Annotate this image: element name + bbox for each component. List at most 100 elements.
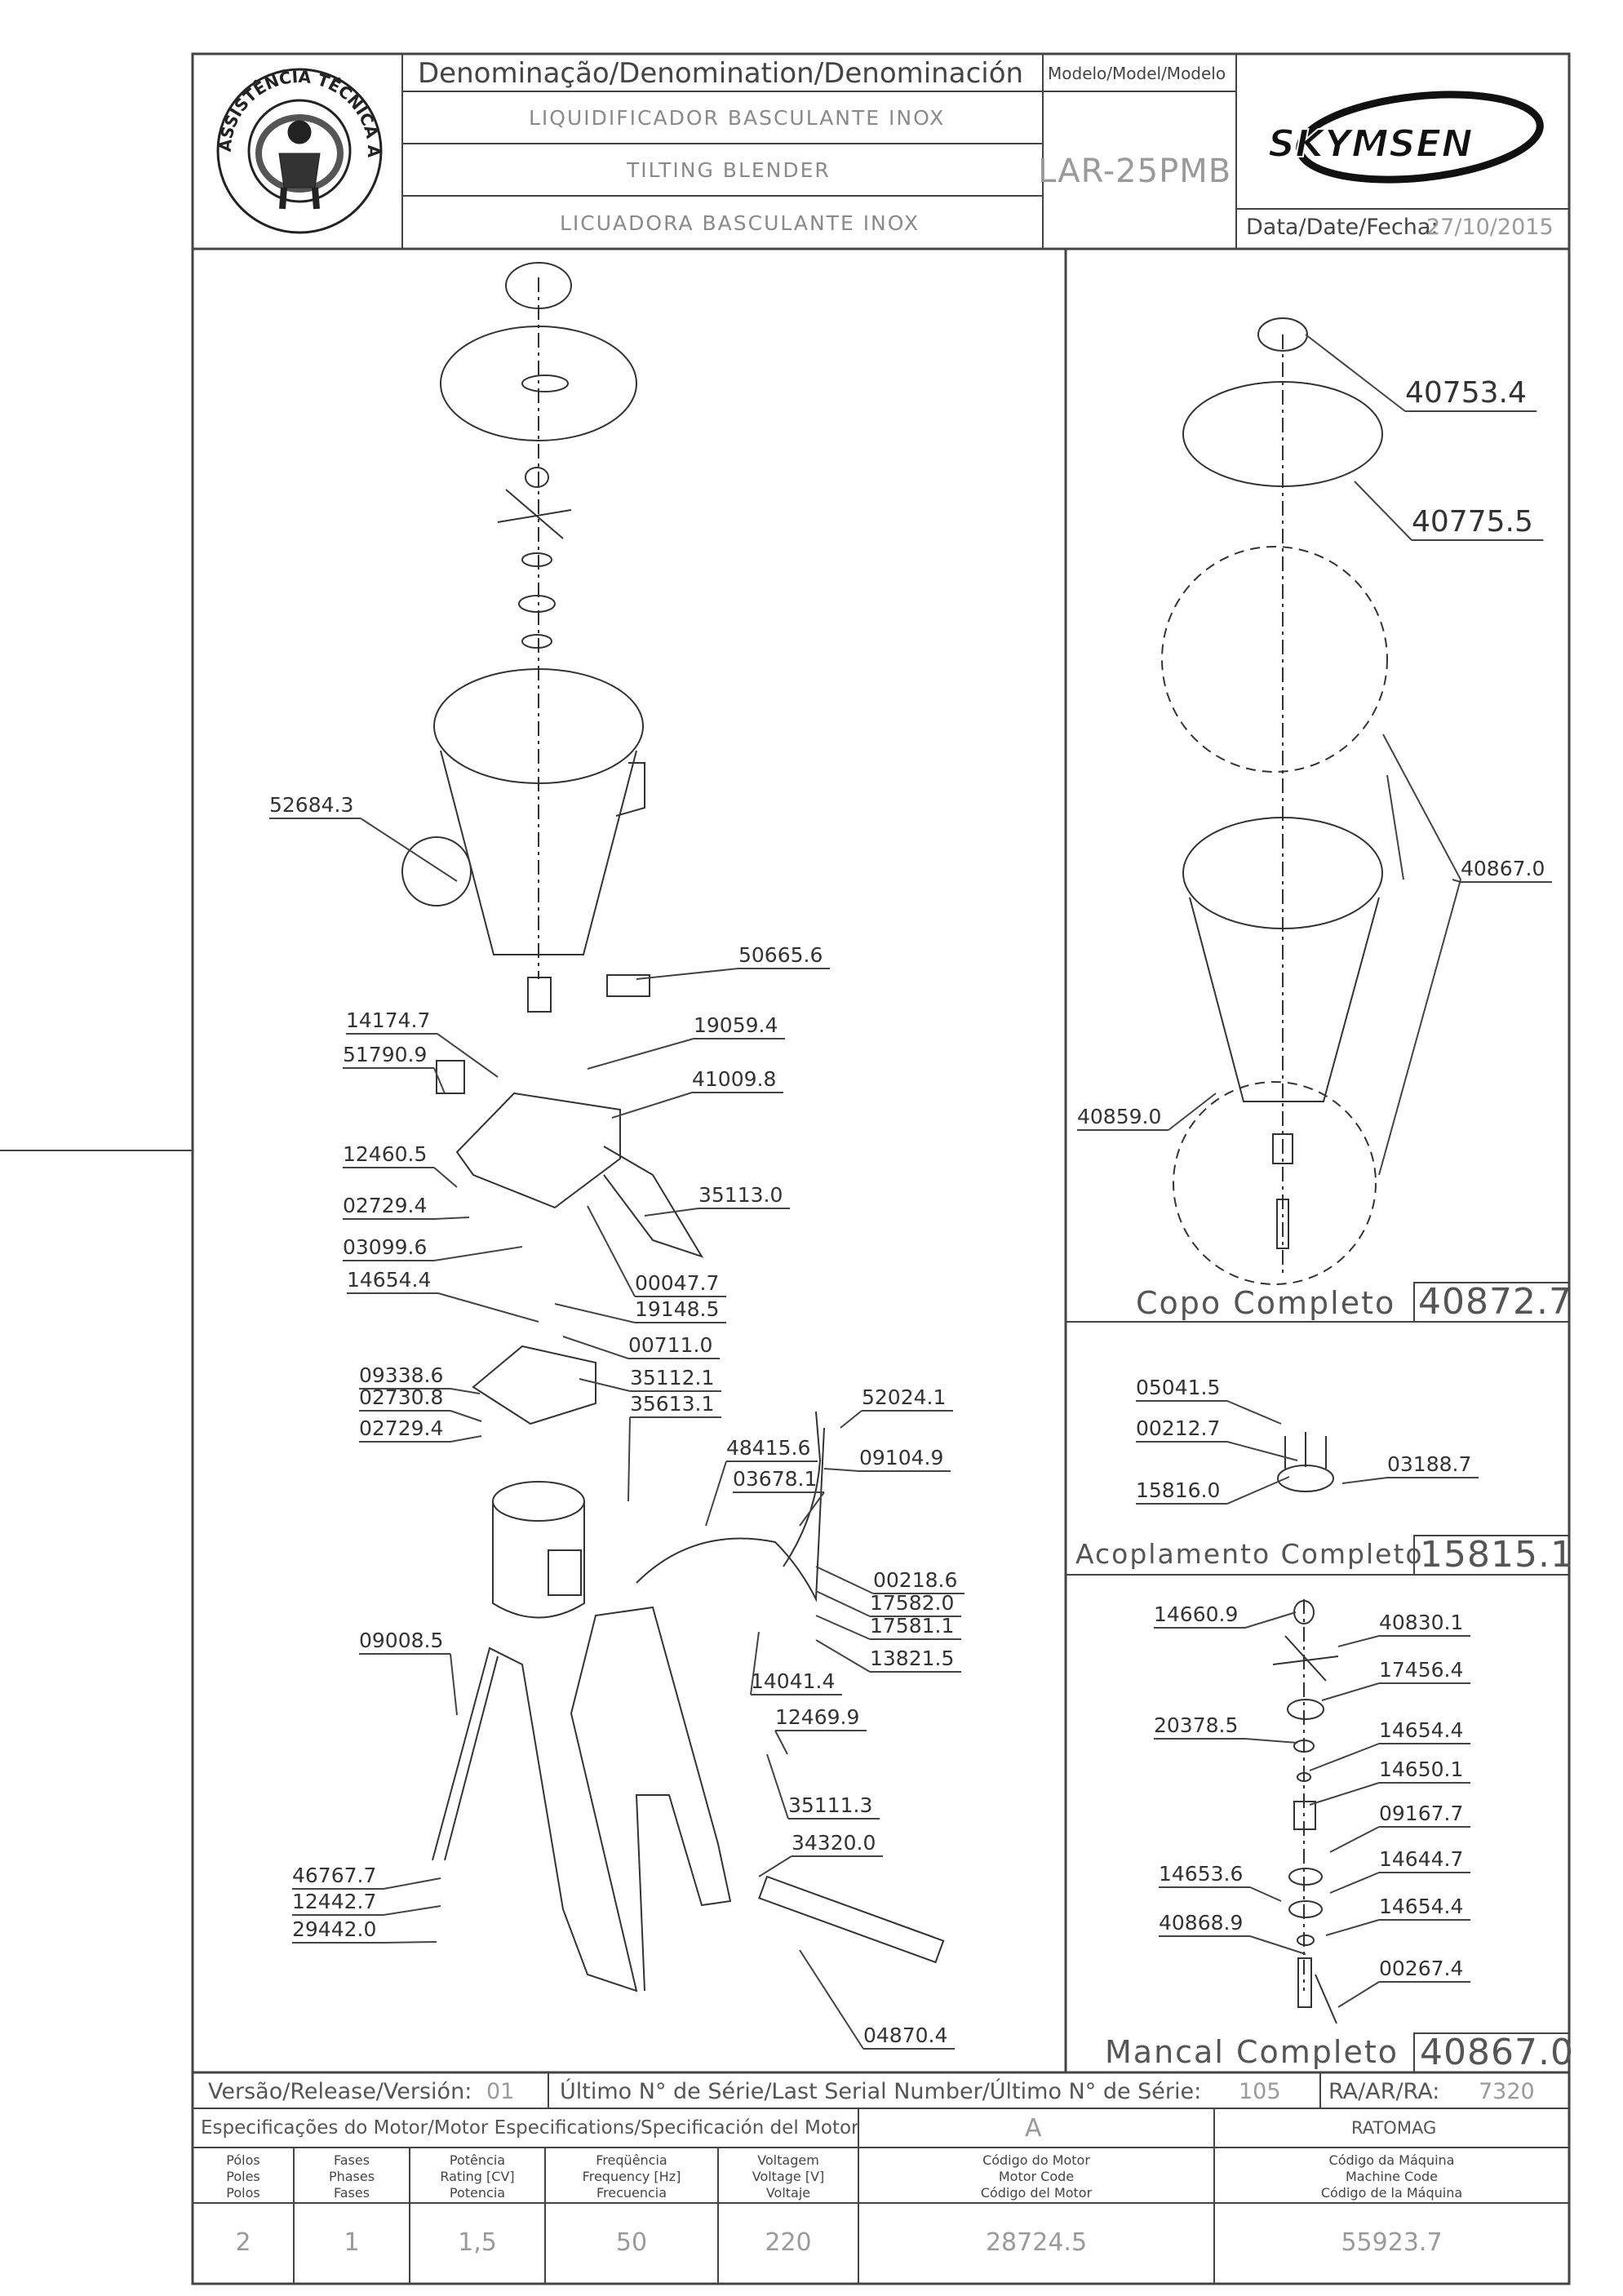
motor-variant: A <box>1025 2114 1042 2143</box>
main-part-label: 17581.1 <box>870 1614 955 1638</box>
main-part-label: 19059.4 <box>694 1013 778 1037</box>
main-part-label: 34320.0 <box>792 1831 876 1855</box>
product-name-es: LICUADORA BASCULANTE INOX <box>560 211 920 235</box>
motor-supplier: RATOMAG <box>1351 2118 1437 2138</box>
mancal-part-label: 14660.9 <box>1154 1602 1239 1626</box>
motor-value-phases: 1 <box>344 2228 360 2257</box>
motor-col-header: Código do Motor Motor Code Código del Mo… <box>980 2152 1093 2201</box>
acoplamento-part-label: 00212.7 <box>1136 1416 1221 1440</box>
motor-col-header: Pólos Poles Polos <box>226 2152 260 2201</box>
mancal-part-label: 14653.6 <box>1159 1862 1244 1886</box>
mancal-part-label: 14654.4 <box>1379 1895 1464 1918</box>
main-part-label: 03099.6 <box>343 1235 428 1259</box>
motor-spec-label: Especificações do Motor/Motor Especifica… <box>201 2117 859 2139</box>
mancal-title: Mancal Completo <box>1105 2034 1399 2070</box>
motor-value-machine-code: 55923.7 <box>1341 2228 1443 2257</box>
authorized-service-seal-icon: ASSISTÊNCIA TÉCNICA AUTORIZADA <box>206 50 385 237</box>
brand-logo: SKYMSEN <box>1257 73 1559 196</box>
copo-part-label: 40859.0 <box>1077 1105 1162 1128</box>
motor-col-header: Código da Máquina Machine Code Código de… <box>1320 2152 1463 2201</box>
mancal-part-label: 09167.7 <box>1379 1802 1464 1825</box>
copo-title: Copo Completo <box>1136 1285 1396 1321</box>
svg-text:ASSISTÊNCIA TÉCNICA AUTORIZADA: ASSISTÊNCIA TÉCNICA AUTORIZADA <box>214 65 384 158</box>
acoplamento-part-label: 05041.5 <box>1136 1376 1221 1399</box>
mancal-part-label: 00267.4 <box>1379 1957 1464 1980</box>
motor-value-voltage: 220 <box>765 2228 812 2257</box>
motor-col-header: Freqüência Frequency [Hz] Frecuencia <box>582 2152 681 2201</box>
main-part-label: 14654.4 <box>347 1268 432 1292</box>
main-part-label: 41009.8 <box>692 1067 777 1091</box>
main-part-label: 02730.8 <box>359 1385 444 1409</box>
main-part-label: 50665.6 <box>738 943 823 967</box>
copo-code: 40872.7 <box>1418 1281 1572 1323</box>
mancal-part-label: 14644.7 <box>1379 1847 1464 1871</box>
main-part-label: 52684.3 <box>269 793 354 817</box>
main-part-label: 02729.4 <box>343 1194 428 1217</box>
main-part-label: 52024.1 <box>862 1385 947 1409</box>
mancal-part-label: 14654.4 <box>1379 1718 1464 1742</box>
motor-col-header: Fases Phases Fases <box>328 2152 375 2201</box>
main-part-label: 46767.7 <box>292 1864 377 1887</box>
main-part-label: 35111.3 <box>788 1793 873 1817</box>
acoplamento-code: 15815.1 <box>1420 1534 1574 1576</box>
model-value: LAR-25PMB <box>1038 153 1232 190</box>
main-part-label: 29442.0 <box>292 1917 377 1941</box>
main-part-label: 35113.0 <box>698 1183 783 1207</box>
date-label: Data/Date/Fecha: <box>1246 215 1439 240</box>
main-part-label: 35613.1 <box>630 1392 715 1416</box>
main-part-label: 09104.9 <box>859 1446 944 1469</box>
main-part-label: 03678.1 <box>733 1467 818 1491</box>
main-part-label: 09338.6 <box>359 1363 444 1387</box>
motor-value-power: 1,5 <box>458 2228 497 2257</box>
main-part-label: 12442.7 <box>292 1890 377 1913</box>
copo-part-label: 40867.0 <box>1461 857 1545 880</box>
main-part-label: 48415.6 <box>726 1436 811 1460</box>
motor-value-motor-code: 28724.5 <box>985 2228 1088 2257</box>
main-part-label: 14041.4 <box>751 1669 836 1693</box>
copo-part-label: 40775.5 <box>1412 505 1533 539</box>
main-part-label: 17582.0 <box>870 1591 955 1615</box>
version-value: 01 <box>486 2079 515 2104</box>
main-part-label: 09008.5 <box>359 1629 444 1652</box>
main-part-label: 00218.6 <box>873 1568 958 1592</box>
denomination-label: Denominação/Denomination/Denominación <box>418 57 1024 90</box>
main-part-label: 13821.5 <box>870 1647 955 1670</box>
product-name-pt: LIQUIDIFICADOR BASCULANTE INOX <box>529 106 946 130</box>
copo-part-label: 40753.4 <box>1405 376 1527 410</box>
main-part-label: 19148.5 <box>635 1297 720 1321</box>
model-label: Modelo/Model/Modelo <box>1048 64 1226 83</box>
brand-text: SKYMSEN <box>1268 122 1473 166</box>
main-part-label: 35112.1 <box>630 1366 715 1390</box>
main-part-label: 12460.5 <box>343 1142 428 1166</box>
mancal-code: 40867.0 <box>1420 2032 1574 2073</box>
motor-value-frequency: 50 <box>615 2228 648 2257</box>
acoplamento-part-label: 15816.0 <box>1136 1478 1221 1502</box>
mancal-part-label: 17456.4 <box>1379 1658 1464 1682</box>
serial-value: 105 <box>1239 2079 1281 2104</box>
seal-text: ASSISTÊNCIA TÉCNICA AUTORIZADA <box>206 50 384 158</box>
main-part-label: 51790.9 <box>343 1043 428 1066</box>
mancal-part-label: 40830.1 <box>1379 1611 1464 1634</box>
acoplamento-part-label: 03188.7 <box>1387 1452 1472 1476</box>
main-part-label: 00711.0 <box>628 1333 713 1357</box>
motor-col-header: Voltagem Voltage [V] Voltaje <box>752 2152 825 2201</box>
motor-value-poles: 2 <box>235 2228 251 2257</box>
main-part-label: 12469.9 <box>775 1705 860 1729</box>
serial-label: Último N° de Série/Last Serial Number/Úl… <box>560 2079 1202 2104</box>
date-value: 27/10/2015 <box>1426 215 1554 240</box>
mancal-part-label: 20378.5 <box>1154 1713 1239 1737</box>
product-name-en: TILTING BLENDER <box>627 158 831 182</box>
mancal-part-label: 14650.1 <box>1379 1757 1464 1781</box>
version-label: Versão/Release/Versión: <box>208 2079 472 2104</box>
ra-value: 7320 <box>1479 2079 1535 2104</box>
main-part-label: 04870.4 <box>863 2023 948 2047</box>
main-part-label: 14174.7 <box>346 1008 431 1032</box>
ra-label: RA/AR/RA: <box>1328 2079 1440 2104</box>
main-part-label: 02729.4 <box>359 1416 444 1440</box>
main-part-label: 00047.7 <box>635 1271 720 1295</box>
acoplamento-title: Acoplamento Completo <box>1075 1538 1424 1570</box>
motor-col-header: Potência Rating [CV] Potencia <box>440 2152 515 2201</box>
mancal-part-label: 40868.9 <box>1159 1911 1244 1935</box>
